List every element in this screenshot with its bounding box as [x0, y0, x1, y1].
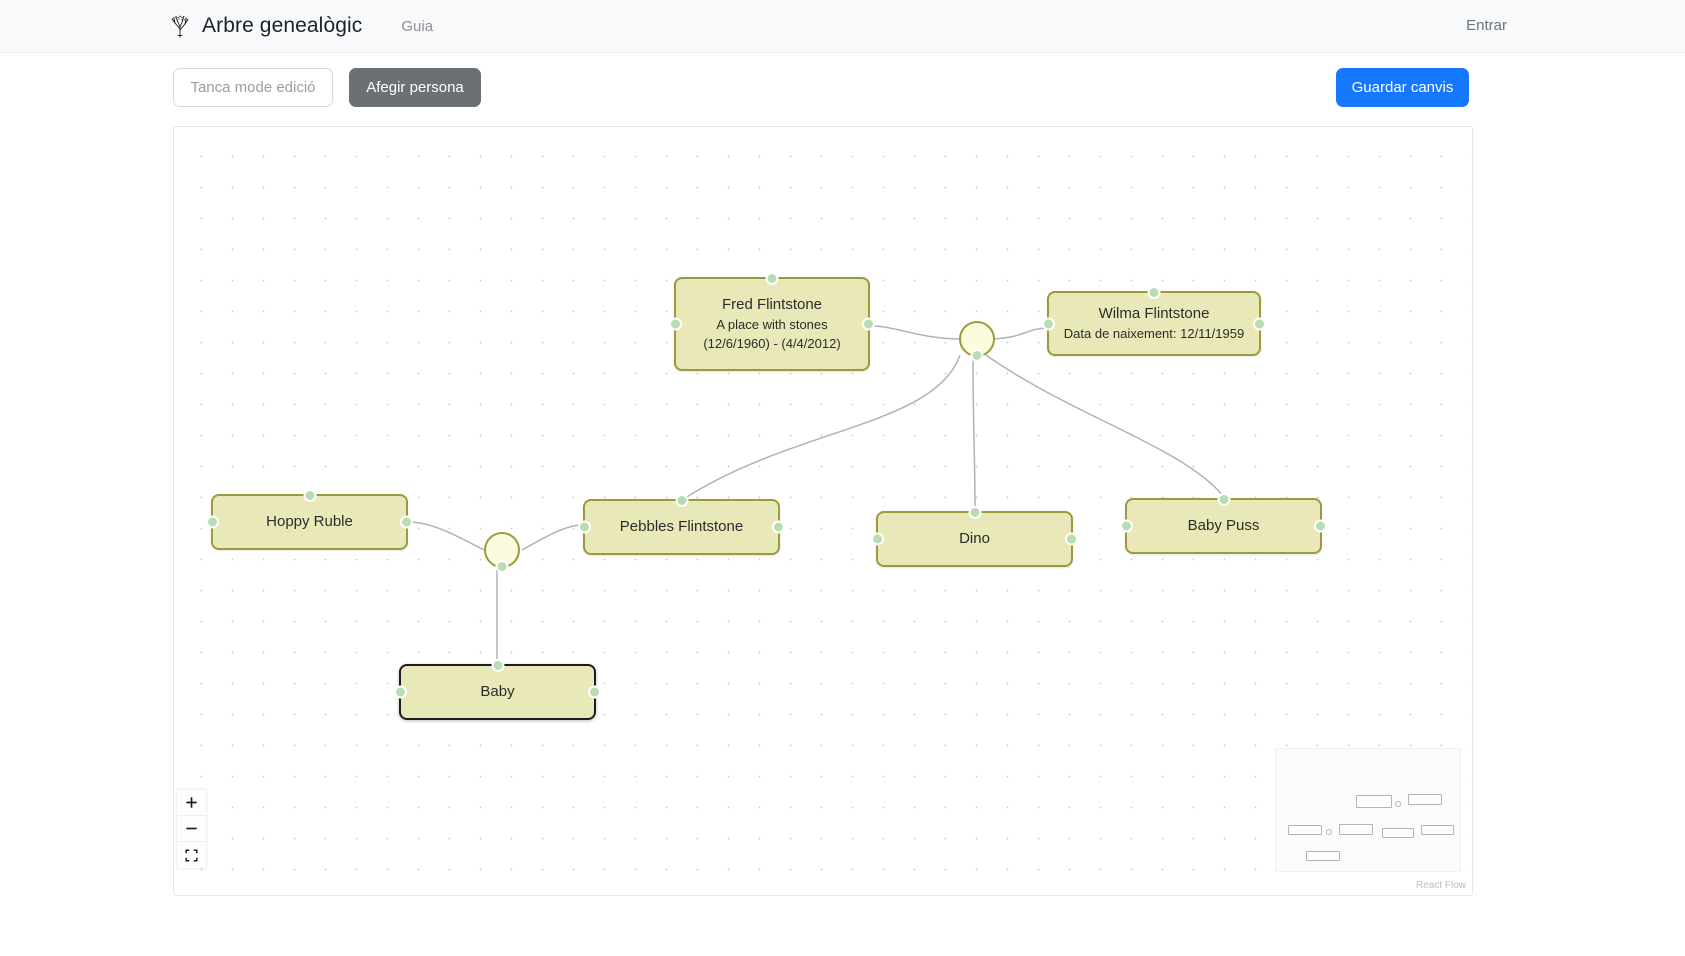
minimap[interactable] — [1275, 748, 1461, 872]
node-dates: (12/6/1960) - (4/4/2012) — [703, 336, 841, 351]
minimap-node — [1288, 825, 1322, 835]
edge-union-babypuss — [985, 354, 1225, 498]
node-wilma[interactable]: Wilma Flintstone Data de naixement: 12/1… — [1042, 286, 1266, 356]
zoom-controls — [177, 790, 206, 868]
brand: Arbre genealògic Guia — [167, 13, 433, 39]
react-flow-attribution[interactable]: React Flow — [1415, 880, 1466, 891]
handle-right[interactable] — [772, 520, 785, 534]
handle-top[interactable] — [1147, 286, 1161, 299]
save-changes-button[interactable]: Guardar canvis — [1336, 68, 1469, 107]
node-baby-puss[interactable]: Baby Puss — [1120, 493, 1327, 554]
handle-left[interactable] — [1042, 317, 1055, 330]
minimap-union — [1395, 801, 1401, 807]
handle-left[interactable] — [669, 317, 682, 331]
tree-icon — [167, 13, 193, 39]
node-title: Dino — [959, 530, 990, 547]
minimap-node — [1421, 825, 1454, 835]
edge-union2-pebbles — [521, 524, 584, 551]
handle-left[interactable] — [871, 532, 884, 546]
node-subtitle: A place with stones — [716, 317, 828, 332]
handle-top[interactable] — [675, 494, 688, 507]
node-dino[interactable]: Dino — [871, 506, 1078, 567]
handle-left[interactable] — [206, 515, 219, 529]
edge-hoppy-union2 — [408, 521, 485, 551]
node-title: Pebbles Flintstone — [619, 518, 744, 535]
zoom-in-button[interactable] — [177, 790, 206, 816]
minimap-node — [1339, 824, 1373, 835]
app-header: Arbre genealògic Guia Entrar — [0, 0, 1685, 53]
login-link[interactable]: Entrar — [1466, 17, 1507, 34]
edge-union-dino — [972, 356, 976, 512]
add-person-button[interactable]: Afegir persona — [349, 68, 481, 107]
edge-fred-union — [870, 325, 961, 340]
edge-layer — [408, 325, 1225, 664]
handle-right[interactable] — [1314, 519, 1327, 533]
union-node-fred-wilma[interactable] — [959, 321, 995, 362]
handle-bottom[interactable] — [495, 560, 509, 573]
handle-left[interactable] — [394, 685, 407, 699]
edge-union-pebbles — [681, 354, 961, 501]
nav-link-guia[interactable]: Guia — [401, 17, 434, 35]
handle-right[interactable] — [1253, 317, 1266, 330]
minimap-node — [1306, 851, 1340, 861]
handle-bottom[interactable] — [970, 349, 984, 362]
handle-right[interactable] — [588, 685, 601, 699]
toolbar: Tanca mode edició Afegir persona Guardar… — [0, 53, 1685, 117]
handle-top[interactable] — [765, 272, 779, 285]
edge-union-wilma — [985, 327, 1049, 340]
minimap-node — [1382, 828, 1414, 838]
node-title: Baby Puss — [1187, 517, 1260, 534]
minimap-node — [1408, 794, 1442, 805]
page-title: Arbre genealògic — [202, 14, 363, 37]
node-hoppy-ruble[interactable]: Hoppy Ruble — [206, 489, 413, 550]
node-subtitle: Data de naixement: 12/11/1959 — [1063, 326, 1245, 341]
node-title: Baby — [480, 683, 515, 700]
handle-top[interactable] — [303, 489, 316, 502]
flow-canvas[interactable]: Fred Flintstone A place with stones (12/… — [173, 126, 1473, 896]
fit-view-button[interactable] — [177, 842, 206, 868]
node-title: Hoppy Ruble — [266, 513, 353, 530]
close-edit-mode-button[interactable]: Tanca mode edició — [173, 68, 333, 107]
handle-top[interactable] — [1217, 493, 1230, 506]
node-fred[interactable]: Fred Flintstone A place with stones (12/… — [669, 272, 875, 371]
minimap-node — [1356, 795, 1392, 808]
zoom-out-button[interactable] — [177, 816, 206, 842]
handle-left[interactable] — [578, 520, 591, 534]
union-node-hoppy-pebbles[interactable] — [484, 532, 520, 573]
header-right: Entrar — [1466, 17, 1507, 35]
handle-right[interactable] — [1065, 532, 1078, 546]
node-title: Fred Flintstone — [721, 296, 823, 313]
node-title: Wilma Flintstone — [1098, 305, 1210, 322]
minimap-viewport — [1276, 749, 1460, 871]
handle-right[interactable] — [862, 317, 875, 331]
minimap-union — [1326, 829, 1332, 835]
handle-top[interactable] — [491, 659, 504, 672]
handle-right[interactable] — [400, 515, 413, 529]
handle-left[interactable] — [1120, 519, 1133, 533]
node-baby[interactable]: Baby — [394, 659, 601, 720]
handle-top[interactable] — [968, 506, 981, 519]
node-pebbles-flintstone[interactable]: Pebbles Flintstone — [578, 494, 785, 555]
